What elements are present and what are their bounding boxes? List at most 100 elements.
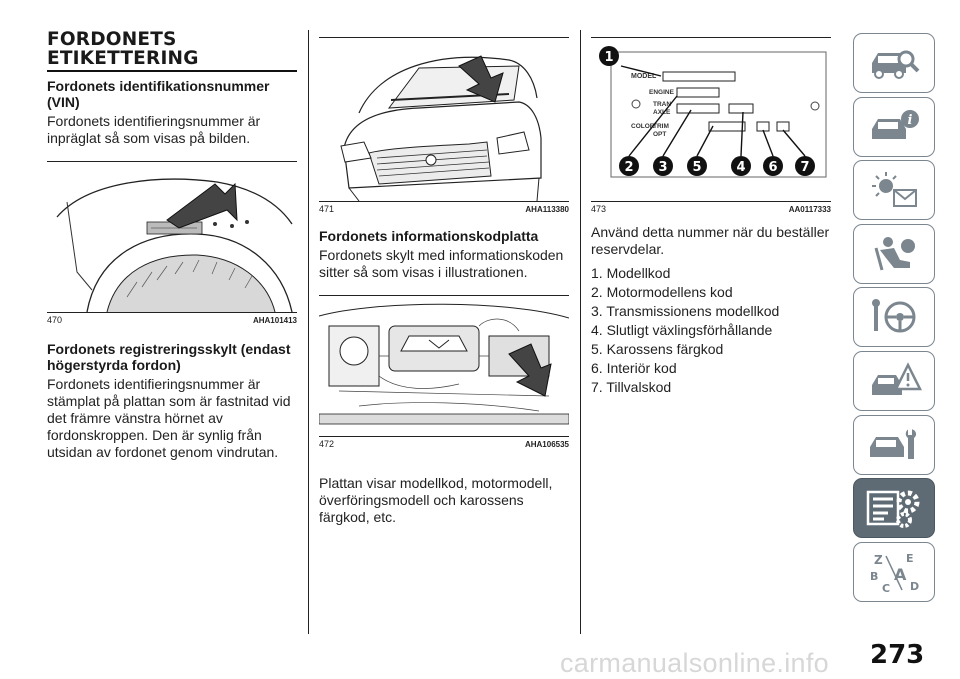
callout-1-circle bbox=[599, 46, 619, 66]
column-divider-2 bbox=[580, 30, 581, 634]
figure-473: MODEL ENGINE TRAN AXLE COLOR TRIM OPT bbox=[591, 37, 831, 214]
figure-code: AHA106535 bbox=[524, 439, 569, 449]
axle-box bbox=[728, 103, 754, 114]
figure-471: 471 AHA113380 bbox=[319, 37, 569, 214]
callout-4: 4 bbox=[736, 160, 745, 175]
callout-3: 3 bbox=[658, 160, 667, 175]
tran-box bbox=[676, 103, 720, 114]
alphabetical-index-icon: Z E B A C D bbox=[870, 552, 919, 594]
tab-steering-wheel[interactable] bbox=[853, 287, 935, 348]
tab-alphabetical-index[interactable]: Z E B A C D bbox=[853, 541, 935, 602]
figure-code: AA0117333 bbox=[788, 204, 831, 214]
info-plate-heading: Fordonets informationskodplatta bbox=[319, 228, 539, 244]
section-title: FORDONETS ETIKETTERING bbox=[47, 30, 297, 68]
page-number: 273 bbox=[870, 640, 925, 670]
code-list: 1. Modellkod 2. Motormodellens kod 3. Tr… bbox=[591, 264, 831, 397]
plate-label-opt: OPT bbox=[653, 131, 666, 138]
figure-471-caption: 471 AHA113380 bbox=[319, 204, 569, 214]
tab-car-wrench[interactable] bbox=[853, 414, 935, 475]
callout-2: 2 bbox=[624, 160, 633, 175]
wheel-arch-illustration bbox=[47, 162, 297, 312]
car-wrench-icon bbox=[870, 428, 917, 459]
figure-470: 470 AHA101413 bbox=[47, 161, 297, 325]
figure-472: 472 AHA106535 bbox=[319, 295, 569, 449]
engine-bay-illustration bbox=[319, 296, 569, 436]
figure-bottom-rule bbox=[319, 436, 569, 437]
figure-number: 473 bbox=[591, 204, 607, 214]
opt-box-2 bbox=[776, 121, 790, 132]
list-item: 4. Slutligt växlingsförhållande bbox=[591, 322, 773, 338]
registration-text: Fordonets identifieringsnummer är stämpl… bbox=[47, 376, 291, 460]
svg-text:A: A bbox=[894, 565, 907, 584]
figure-473-caption: 473 AA0117333 bbox=[591, 204, 831, 214]
list-item: 6. Interiör kod bbox=[591, 360, 677, 376]
svg-text:E: E bbox=[906, 552, 914, 565]
opt-box-1 bbox=[756, 121, 770, 132]
figure-470-caption: 470 AHA101413 bbox=[47, 315, 297, 325]
figure-number: 472 bbox=[319, 439, 335, 449]
tab-airbag-seat[interactable] bbox=[853, 223, 935, 284]
callout-6-circle bbox=[763, 156, 783, 176]
figure-top-rule bbox=[319, 37, 569, 38]
vin-heading: Fordonets identifikationsnummer (VIN) bbox=[47, 78, 270, 110]
tab-car-search[interactable] bbox=[853, 33, 935, 93]
technical-data-icon bbox=[866, 490, 920, 529]
callout-5: 5 bbox=[692, 160, 701, 175]
car-search-icon bbox=[872, 50, 920, 79]
tab-road-warning[interactable] bbox=[853, 350, 935, 411]
tab-car-info[interactable]: i bbox=[853, 96, 935, 157]
airbag-seat-icon bbox=[874, 236, 915, 271]
callout-7: 7 bbox=[800, 160, 809, 175]
column-2: 471 AHA113380 Fordonets informationskodp… bbox=[319, 37, 569, 526]
section-title-line2: ETIKETTERING bbox=[47, 48, 199, 69]
figure-472-caption: 472 AHA106535 bbox=[319, 439, 569, 449]
figure-number: 470 bbox=[47, 315, 63, 325]
svg-text:Z: Z bbox=[874, 553, 883, 567]
figure-top-rule bbox=[591, 37, 831, 38]
figure-bottom-rule bbox=[319, 201, 569, 202]
car-info-icon: i bbox=[872, 109, 919, 139]
column-3: MODEL ENGINE TRAN AXLE COLOR TRIM OPT bbox=[591, 37, 831, 397]
figure-bottom-rule bbox=[591, 201, 831, 202]
callout-5-circle bbox=[687, 156, 707, 176]
list-item: 5. Karossens färgkod bbox=[591, 341, 724, 357]
vin-text: Fordonets identifieringsnummer är inpräg… bbox=[47, 113, 261, 146]
plate-label-axle: AXLE bbox=[653, 109, 671, 116]
list-item: 1. Modellkod bbox=[591, 265, 671, 281]
info-plate-text: Fordonets skylt med informationskoden si… bbox=[319, 247, 564, 280]
plate-label-trim: TRIM bbox=[653, 123, 669, 130]
svg-text:B: B bbox=[870, 570, 878, 583]
callout-4-circle bbox=[731, 156, 751, 176]
figure-number: 471 bbox=[319, 204, 335, 214]
list-item: 7. Tillvalskod bbox=[591, 379, 672, 395]
title-rule bbox=[47, 70, 297, 72]
callout-1: 1 bbox=[604, 50, 613, 65]
tab-warning-lights[interactable] bbox=[853, 160, 935, 221]
section-title-line1: FORDONETS bbox=[47, 29, 177, 50]
model-box bbox=[662, 71, 736, 82]
plate-description-text: Plattan visar modellkod, motormodell, öv… bbox=[319, 475, 553, 525]
info-code-plate-illustration: MODEL ENGINE TRAN AXLE COLOR TRIM OPT bbox=[591, 38, 831, 201]
engine-box bbox=[676, 87, 720, 98]
list-item: 3. Transmissionens modellkod bbox=[591, 303, 780, 319]
callout-3-circle bbox=[653, 156, 673, 176]
watermark: carmanualsonline.info bbox=[560, 648, 829, 678]
svg-text:i: i bbox=[908, 113, 913, 128]
plate-label-model: MODEL bbox=[631, 73, 657, 80]
svg-text:C: C bbox=[882, 582, 890, 594]
plate-label-engine: ENGINE bbox=[649, 89, 675, 96]
tab-technical-data[interactable] bbox=[853, 478, 935, 539]
plate-label-tran: TRAN bbox=[653, 101, 671, 108]
svg-text:D: D bbox=[910, 580, 919, 593]
chapter-tabs: i bbox=[853, 33, 937, 605]
column-divider-1 bbox=[308, 30, 309, 634]
figure-code: AHA113380 bbox=[525, 204, 569, 214]
figure-bottom-rule bbox=[47, 312, 297, 313]
figure-top-rule bbox=[319, 295, 569, 296]
callout-6: 6 bbox=[768, 160, 777, 175]
color-trim-box bbox=[708, 121, 746, 132]
pickup-front-illustration bbox=[319, 38, 569, 201]
plate-label-color: COLOR bbox=[631, 123, 655, 130]
column-1: FORDONETS ETIKETTERING Fordonets identif… bbox=[47, 30, 297, 461]
parts-order-text: Använd detta nummer när du beställer res… bbox=[591, 224, 830, 257]
